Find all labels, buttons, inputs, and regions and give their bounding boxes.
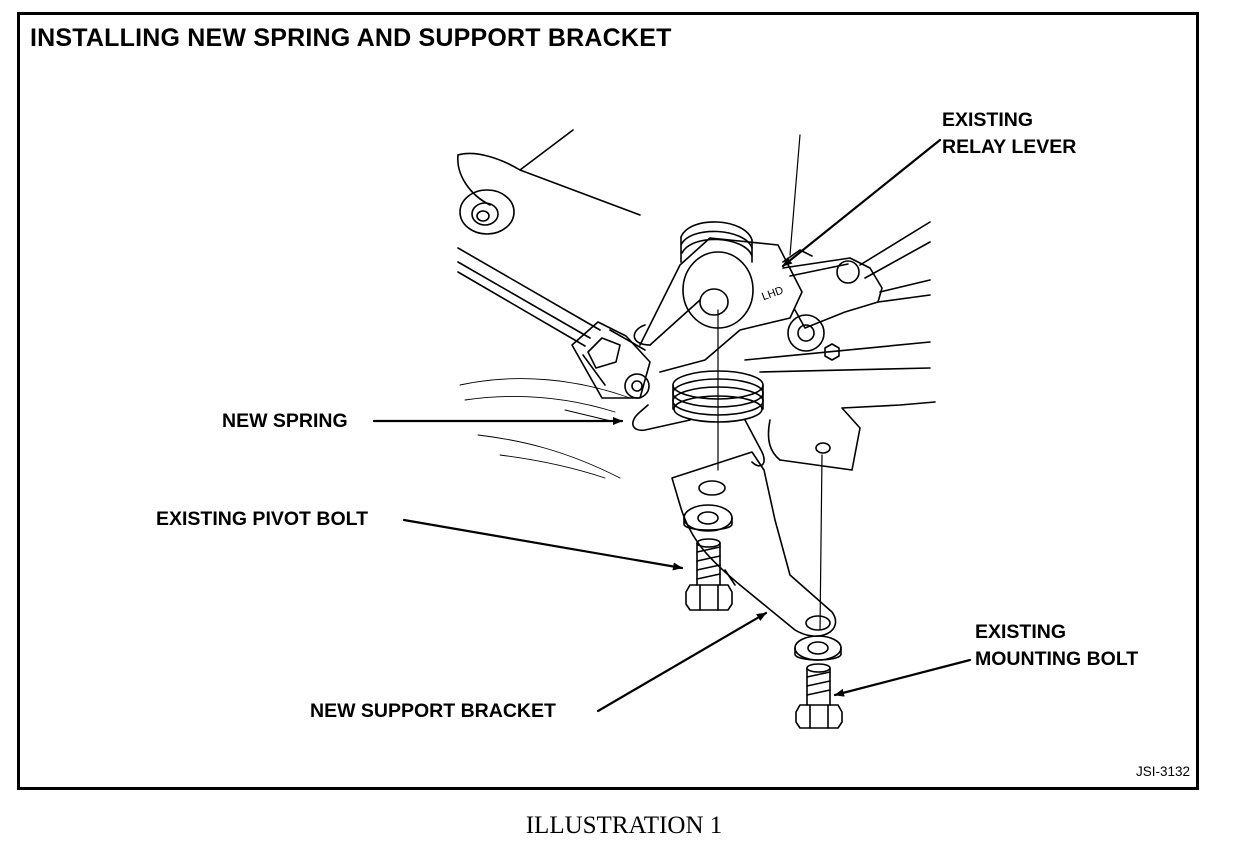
alignment-lines	[718, 135, 822, 630]
pivot-washer	[684, 505, 732, 531]
new-support-bracket	[672, 452, 836, 636]
frame-panel	[458, 130, 640, 215]
arrow-support-bracket	[598, 613, 766, 711]
leader-arrows	[374, 140, 970, 711]
right-pivot-pin	[837, 261, 859, 283]
label-new-spring: NEW SPRING	[222, 410, 348, 432]
right-rod	[860, 222, 930, 302]
arrow-mounting-bolt	[835, 660, 970, 697]
upper-boss	[460, 190, 514, 234]
figure-frame	[17, 12, 1199, 790]
mounting-washer	[795, 636, 841, 660]
figure-title: INSTALLING NEW SPRING AND SUPPORT BRACKE…	[30, 24, 672, 52]
background-surface-lines	[460, 379, 630, 478]
new-spring	[633, 371, 764, 466]
label-existing-mounting-bolt: EXISTING MOUNTING BOLT	[975, 619, 1138, 673]
pivot-spacer-coil	[681, 222, 752, 262]
label-existing-relay-lever: EXISTING RELAY LEVER	[942, 107, 1076, 161]
label-mounting-bolt-line1: EXISTING	[975, 621, 1067, 643]
support-plate	[745, 342, 935, 470]
existing-mounting-bolt	[796, 664, 842, 728]
left-retainer-nut	[625, 374, 649, 398]
left-lever-clip	[572, 322, 650, 398]
relay-bellcrank-body	[634, 238, 802, 372]
label-relay-lever-line2: RELAY LEVER	[942, 136, 1077, 158]
figure-code: JSI-3132	[1135, 764, 1190, 779]
label-relay-lever-line1: EXISTING	[942, 109, 1034, 131]
left-rod	[458, 248, 600, 346]
label-existing-pivot-bolt: EXISTING PIVOT BOLT	[156, 508, 368, 530]
right-retainer-nut	[788, 315, 824, 351]
arrow-relay-lever	[783, 140, 940, 266]
label-new-support-bracket: NEW SUPPORT BRACKET	[310, 700, 556, 722]
figure-caption: ILLUSTRATION 1	[525, 812, 723, 839]
part-marking-text: LHD	[760, 284, 785, 303]
label-mounting-bolt-line2: MOUNTING BOLT	[975, 648, 1139, 670]
small-hex-nut	[825, 344, 839, 360]
existing-pivot-bolt	[686, 539, 732, 610]
arrow-pivot-bolt	[404, 520, 682, 571]
